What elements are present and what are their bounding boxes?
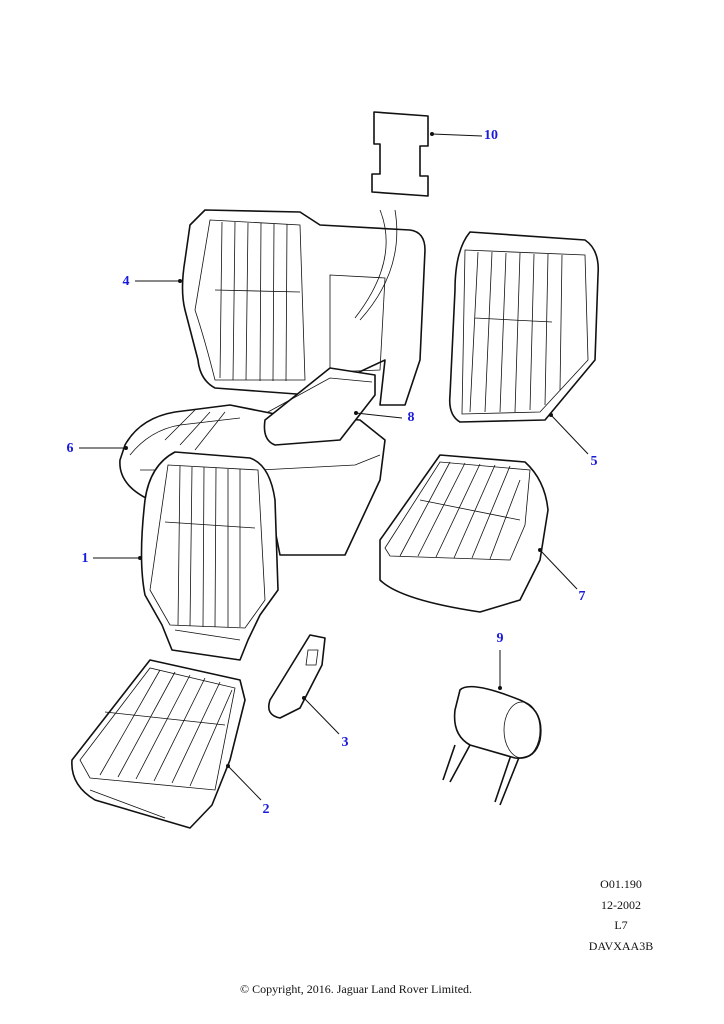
callout-4[interactable]: 4: [122, 274, 130, 289]
callout-2[interactable]: 2: [262, 802, 270, 817]
illustration-code: DAVXAA3B: [588, 939, 654, 953]
callout-6[interactable]: 6: [66, 441, 74, 456]
copyright-notice: © Copyright, 2016. Jaguar Land Rover Lim…: [239, 982, 473, 996]
diagram-reference: O01.190: [600, 877, 642, 891]
callout-10[interactable]: 10: [484, 128, 498, 143]
callout-7[interactable]: 7: [578, 589, 586, 604]
callout-8[interactable]: 8: [407, 410, 415, 425]
part-9-headrest[interactable]: [442, 685, 542, 806]
part-5-seat-back[interactable]: [448, 231, 600, 423]
model-code: L7: [614, 918, 628, 932]
leader-lines: [79, 132, 589, 801]
part-7-seat-cushion[interactable]: [379, 454, 549, 613]
part-4-rear-seat-back[interactable]: [181, 209, 426, 406]
callout-3[interactable]: 3: [341, 735, 349, 750]
part-2-seat-cushion[interactable]: [71, 659, 246, 829]
callout-1[interactable]: 1: [81, 551, 89, 566]
part-1-seat-back[interactable]: [140, 451, 279, 661]
diagram-date: 12-2002: [601, 898, 641, 912]
part-3-side-trim[interactable]: [267, 634, 326, 719]
callout-5[interactable]: 5: [590, 454, 598, 469]
part-10-panel[interactable]: [371, 111, 429, 197]
part-8-armrest[interactable]: [263, 367, 376, 446]
callout-9[interactable]: 9: [496, 631, 504, 646]
